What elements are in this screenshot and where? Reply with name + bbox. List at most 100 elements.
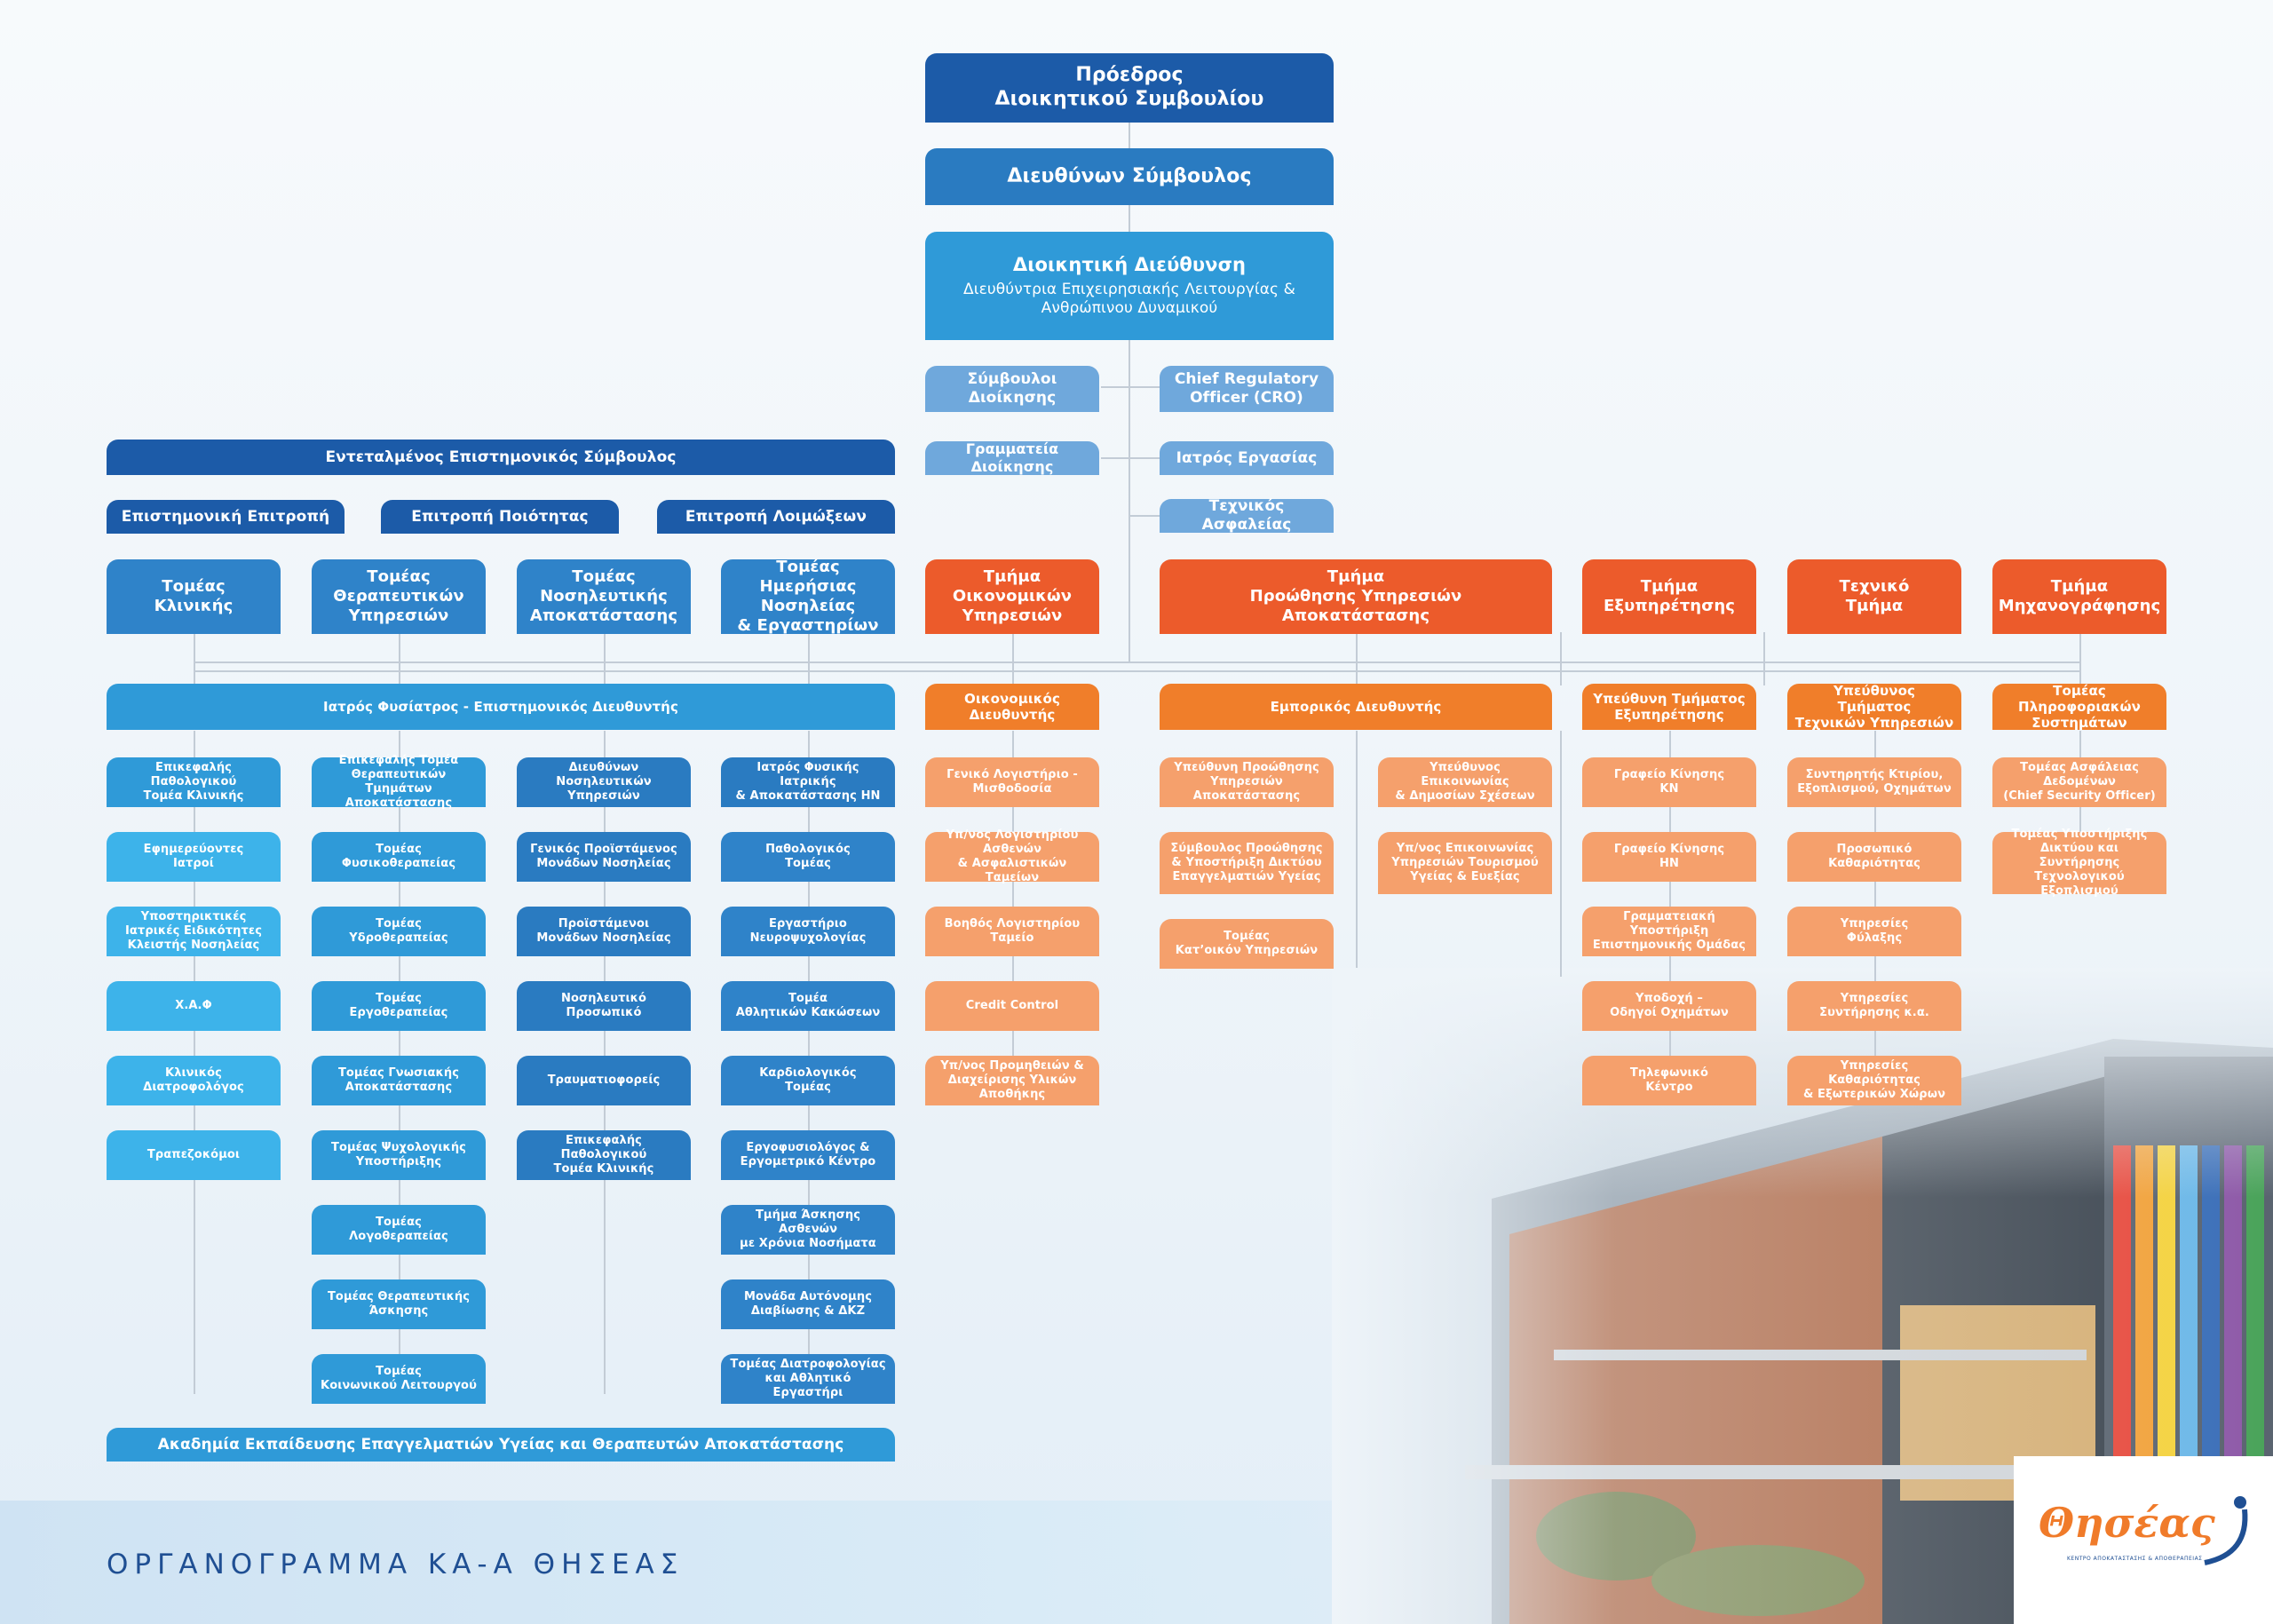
connector-line xyxy=(194,661,2079,663)
department-item-box: Υπηρεσίες Καθαριότητας & Εξωτερικών Χώρω… xyxy=(1787,1056,1961,1105)
committee-box: Επιτροπή Ποιότητας xyxy=(381,500,619,534)
department-item-box: Credit Control xyxy=(925,981,1099,1031)
sector-item-box-label: Επικεφαλής Παθολογικού Τομέα Κλινικής xyxy=(553,1134,654,1176)
sector-item-box-label: Τομέας Υδροθεραπείας xyxy=(349,917,448,945)
sector-item-box: Τραυματιοφορείς xyxy=(517,1056,691,1105)
sector-item-box-label: Εργαστήριο Νευροψυχολογίας xyxy=(749,917,867,945)
advisors-box: Σύμβουλοι Διοίκησης xyxy=(925,366,1099,412)
safety-technician-box: Τεχνικός Ασφαλείας xyxy=(1160,497,1334,534)
sector-box-label: Τομέας Νοσηλευτικής Αποκατάστασης xyxy=(529,567,678,625)
department-head-box: Τομέας Πληροφοριακών Συστημάτων xyxy=(1992,683,2166,731)
connector-line xyxy=(1560,632,1562,685)
department-item-box: Βοηθός Λογιστηρίου Ταμείο xyxy=(925,907,1099,956)
sector-item-box-label: Προϊστάμενοι Μονάδων Νοσηλείας xyxy=(536,917,671,945)
sector-box: Τομέας Θεραπευτικών Υπηρεσιών xyxy=(312,559,486,634)
logo-swoosh-icon xyxy=(2204,1496,2248,1565)
academy-box-label: Ακαδημία Εκπαίδευσης Επαγγελματιών Υγεία… xyxy=(157,1435,844,1454)
sector-item-box: Προϊστάμενοι Μονάδων Νοσηλείας xyxy=(517,907,691,956)
committee-box-label: Επιτροπή Λοιμώξεων xyxy=(685,507,867,526)
sector-head-box: Διευθύνων Νοσηλευτικών Υπηρεσιών xyxy=(517,757,691,807)
sector-item-box: Γενικός Προϊστάμενος Μονάδων Νοσηλείας xyxy=(517,832,691,882)
sector-item-box: Καρδιολογικός Τομέας xyxy=(721,1056,895,1105)
sector-head-box: Επικεφαλής Παθολογικού Τομέα Κλινικής xyxy=(107,757,281,807)
sector-head-box: Επικεφαλής Τομέα Θεραπευτικών Τμημάτων Α… xyxy=(312,754,486,810)
sector-item-box-label: Τομέα Αθλητικών Κακώσεων xyxy=(735,992,881,1019)
connector-line xyxy=(2079,632,2081,685)
department-item-box: Γραφείο Κίνησης ΗΝ xyxy=(1582,832,1756,882)
department-head-box: Υπεύθυνος Τμήματος Τεχνικών Υπηρεσιών xyxy=(1787,682,1961,732)
logo-text: Θησέας xyxy=(2039,1499,2215,1547)
connector-line xyxy=(808,632,810,685)
sector-item-box-label: Εφημερεύοντες Ιατροί xyxy=(143,843,244,870)
occupational-doctor-box: Ιατρός Εργασίας xyxy=(1160,441,1334,475)
sector-box: Τομέας Κλινικής xyxy=(107,559,281,634)
department-item-box: Τηλεφωνικό Κέντρο xyxy=(1582,1056,1756,1105)
department-item-box: Υπεύθυνος Επικοινωνίας & Δημοσίων Σχέσεω… xyxy=(1378,757,1552,807)
sector-item-box-label: Τομέας Λογοθεραπείας xyxy=(349,1216,448,1243)
department-head-box: Εμπορικός Διευθυντής xyxy=(1160,684,1552,730)
sector-item-box: Κλινικός Διατροφολόγος xyxy=(107,1056,281,1105)
sector-box-label: Τομέας Κλινικής xyxy=(154,577,234,615)
sector-item-box: Τομέας Κοινωνικού Λειτουργού xyxy=(312,1354,486,1404)
logo: Θησέας ΚΕΝΤΡΟ ΑΠΟΚΑΤΑΣΤΑΣΗΣ & ΑΠΟΘΕΡΑΠΕΙ… xyxy=(2014,1456,2273,1624)
department-box: Τμήμα Εξυπηρέτησης xyxy=(1582,559,1756,634)
sector-head-box-label: Ιατρός Φυσικής Ιατρικής & Αποκατάστασης … xyxy=(735,761,881,803)
cro-box: Chief Regulatory Officer (CRO) xyxy=(1160,366,1334,412)
committee-box-label: Επιστημονική Επιτροπή xyxy=(121,507,330,526)
admin-title: Διοικητική Διεύθυνση xyxy=(1012,254,1247,276)
sector-item-box-label: Τομέας Διατροφολογίας και Αθλητικό Εργασ… xyxy=(730,1358,886,1399)
sector-item-box: Επικεφαλής Παθολογικού Τομέα Κλινικής xyxy=(517,1130,691,1180)
department-item-box: Σύμβουλος Προώθησης & Υποστήριξη Δικτύου… xyxy=(1160,832,1334,894)
sector-head-box-label: Διευθύνων Νοσηλευτικών Υπηρεσιών xyxy=(556,761,652,803)
department-item-box: Προσωπικό Καθαριότητας xyxy=(1787,832,1961,882)
connector-line xyxy=(1012,731,1014,1074)
sector-item-box-label: Κλινικός Διατροφολόγος xyxy=(143,1066,244,1094)
sector-item-box: Τομέας Φυσικοθεραπείας xyxy=(312,832,486,882)
connector-line xyxy=(1669,731,1671,1074)
sector-item-box: Εργοφυσιολόγος & Εργομετρικό Κέντρο xyxy=(721,1130,895,1180)
sector-item-box: Τομέας Ψυχολογικής Υποστήριξης xyxy=(312,1130,486,1180)
ceo-box-label: Διευθύνων Σύμβουλος xyxy=(1007,164,1252,187)
department-item-box-label: Credit Control xyxy=(965,999,1059,1013)
committee-box: Επιτροπή Λοιμώξεων xyxy=(657,500,895,534)
department-item-box-label: Υπηρεσίες Φύλαξης xyxy=(1840,917,1909,945)
occupational-doctor-box-label: Ιατρός Εργασίας xyxy=(1176,448,1318,467)
sector-item-box-label: Μονάδα Αυτόνομης Διαβίωσης & ΔΚΖ xyxy=(743,1290,873,1318)
department-box-label: Τμήμα Μηχανογράφησης xyxy=(1998,577,2161,615)
sector-item-box-label: Τραπεζοκόμοι xyxy=(147,1148,241,1162)
department-item-box: Τομέας Κατ’οικόν Υπηρεσιών xyxy=(1160,919,1334,969)
department-box-label: Τμήμα Προώθησης Υπηρεσιών Αποκατάστασης xyxy=(1249,567,1462,625)
department-item-box-label: Προσωπικό Καθαριότητας xyxy=(1828,843,1921,870)
department-item-box-label: Γραμματειακή Υποστήριξη Επιστημονικής Ομ… xyxy=(1592,910,1746,952)
sector-item-box: Τομέας Γνωσιακής Αποκατάστασης xyxy=(312,1056,486,1105)
department-item-box-label: Υπηρεσίες Καθαριότητας & Εξωτερικών Χώρω… xyxy=(1802,1059,1946,1101)
connector-line xyxy=(1129,123,1130,661)
department-item-box: Υποδοχή – Οδηγοί Οχημάτων xyxy=(1582,981,1756,1031)
department-item-box-label: Βοηθός Λογιστηρίου Ταμείο xyxy=(944,917,1081,945)
secretariat-box-label: Γραμματεία Διοίκησης xyxy=(965,440,1059,475)
department-item-box: Υπ/νος Προμηθειών & Διαχείρισης Υλικών Α… xyxy=(925,1056,1099,1105)
sector-item-box-label: Τομέας Γνωσιακής Αποκατάστασης xyxy=(337,1066,460,1094)
connector-line xyxy=(1012,632,1014,685)
department-item-box-label: Υπεύθυνος Επικοινωνίας & Δημοσίων Σχέσεω… xyxy=(1395,761,1535,803)
department-item-box-label: Τομέας Υποστήριξης Δικτύου και Συντήρηση… xyxy=(2011,828,2148,898)
department-item-box: Συντηρητής Κτιρίου, Εξοπλισμού, Οχημάτων xyxy=(1787,757,1961,807)
sector-item-box: Υποστηρικτικές Ιατρικές Ειδικότητες Κλει… xyxy=(107,907,281,956)
department-head-box: Υπεύθυνη Τμήματος Εξυπηρέτησης xyxy=(1582,684,1756,730)
sector-item-box: Τομέας Λογοθεραπείας xyxy=(312,1205,486,1255)
department-head-box-label: Υπεύθυνος Τμήματος Τεχνικών Υπηρεσιών xyxy=(1794,682,1954,732)
department-head-box: Οικονομικός Διευθυντής xyxy=(925,684,1099,730)
sector-item-box: Χ.Α.Φ xyxy=(107,981,281,1031)
connector-line xyxy=(1763,632,1765,685)
department-item-box-label: Υποδοχή – Οδηγοί Οχημάτων xyxy=(1610,992,1729,1019)
sector-item-box: Εφημερεύοντες Ιατροί xyxy=(107,832,281,882)
department-item-box-label: Σύμβουλος Προώθησης & Υποστήριξη Δικτύου… xyxy=(1170,842,1323,883)
ceo-box: Διευθύνων Σύμβουλος xyxy=(925,148,1334,205)
department-item-box-label: Τηλεφωνικό Κέντρο xyxy=(1629,1066,1709,1094)
secretariat-box: Γραμματεία Διοίκησης xyxy=(925,440,1099,475)
admin-subtitle: Διευθύντρια Επιχειρησιακής Λειτουργίας &… xyxy=(963,281,1295,317)
sector-item-box: Τομέας Εργοθεραπείας xyxy=(312,981,486,1031)
academy-box: Ακαδημία Εκπαίδευσης Επαγγελματιών Υγεία… xyxy=(107,1428,895,1462)
department-item-box: Τομέας Ασφάλειας Δεδομένων (Chief Securi… xyxy=(1992,757,2166,807)
